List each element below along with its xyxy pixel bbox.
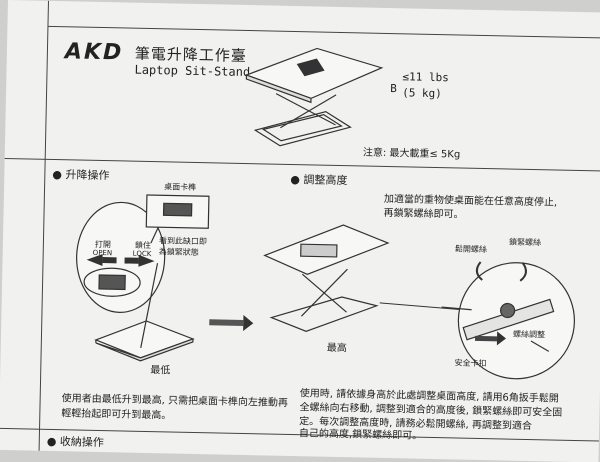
loosen-screw-label: 鬆開螺絲 <box>455 243 487 255</box>
highest-label: 最高 <box>327 339 347 354</box>
store-section-heading: ● 收納操作 <box>47 433 104 450</box>
transition-arrow-icon <box>209 314 253 331</box>
lift-instruction-line-2: 輕輕抬起即可升到最高。 <box>61 404 171 421</box>
store-heading-text: 收納操作 <box>60 435 104 449</box>
tighten-screw-label: 鎖緊螺絲 <box>509 237 541 249</box>
open-label-en: OPEN <box>93 249 113 257</box>
safety-clip-label: 安全卡扣 <box>454 357 486 369</box>
lift-section-heading: ● 升降操作 <box>52 166 109 183</box>
weight-limit-kg: (5 kg) <box>402 86 442 100</box>
detail-leader-line <box>380 303 460 310</box>
adjust-instruction-line-4: 自己的高度,鎖緊螺絲即可。 <box>299 424 422 442</box>
load-notice: 注意: 最大載重≤ 5Kg <box>363 143 461 160</box>
adjust-heading-text: 調整高度 <box>303 173 347 187</box>
lowest-desk-illustration <box>95 320 193 362</box>
notch-note-line-2: 為鎖緊狀態 <box>159 246 199 258</box>
highest-desk-illustration <box>263 223 388 333</box>
lock-label-en: LOCK <box>133 250 152 258</box>
adjust-note-line-2: 再鎖緊螺絲即可。 <box>383 204 463 221</box>
adjust-section-heading: ● 調整高度 <box>290 171 347 188</box>
lowest-label: 最低 <box>150 361 170 376</box>
weight-marker: B <box>390 82 397 95</box>
weight-limit-lbs: ≤11 lbs <box>402 70 449 84</box>
screw-adjust-label: 螺絲調整 <box>513 329 545 341</box>
desk-lever-label: 桌面卡榫 <box>164 181 196 193</box>
lift-heading-text: 升降操作 <box>65 168 109 182</box>
